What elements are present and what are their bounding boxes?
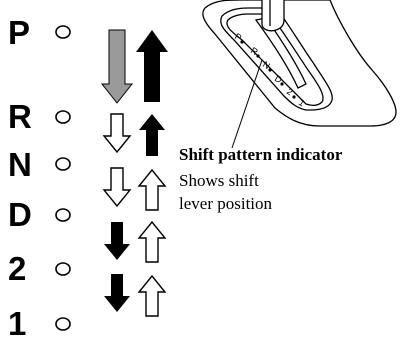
gate-label-r: R	[249, 45, 260, 57]
gate-dot	[240, 40, 244, 44]
arrow-up-outline-icon	[137, 168, 167, 211]
gate-dot	[268, 68, 272, 72]
arrow-down-black-icon	[104, 222, 130, 260]
position-indicator-2	[55, 262, 71, 276]
position-indicator-d	[55, 208, 71, 222]
gate-label-n: N	[261, 59, 272, 71]
arrow-up-black-icon	[136, 30, 168, 102]
caption-leader-line	[231, 59, 263, 149]
gate-dot	[280, 82, 284, 86]
gate-dot	[256, 54, 260, 58]
position-indicator-n	[55, 157, 71, 171]
gear-label-p: P	[8, 14, 30, 51]
gear-label-2: 2	[8, 250, 26, 287]
position-indicator-r	[55, 110, 71, 124]
gear-label-n: N	[8, 146, 32, 183]
gear-label-1: 1	[8, 305, 26, 342]
arrow-down-black-icon	[104, 274, 130, 312]
gate-dot	[292, 95, 296, 99]
gate-label-1: 1	[297, 97, 307, 108]
position-indicator-1	[55, 317, 71, 331]
gate-label-d: D	[273, 73, 284, 85]
arrow-down-gray-icon	[100, 29, 134, 104]
caption-body: Shows shift lever position	[179, 171, 273, 213]
gear-label-d: D	[8, 196, 32, 233]
position-indicator-p	[55, 25, 71, 39]
gear-label-r: R	[8, 98, 32, 135]
gate-label-2: 2	[285, 86, 295, 97]
caption-title: Shift pattern indicator	[179, 145, 343, 164]
gate-label-p: P	[233, 31, 243, 43]
arrow-up-outline-icon	[137, 220, 167, 263]
arrow-down-outline-icon	[102, 113, 132, 154]
arrow-up-outline-icon	[137, 274, 167, 317]
shift-console-illustration	[202, 0, 397, 127]
arrow-up-black-icon	[139, 114, 165, 156]
arrow-down-outline-icon	[102, 167, 132, 208]
